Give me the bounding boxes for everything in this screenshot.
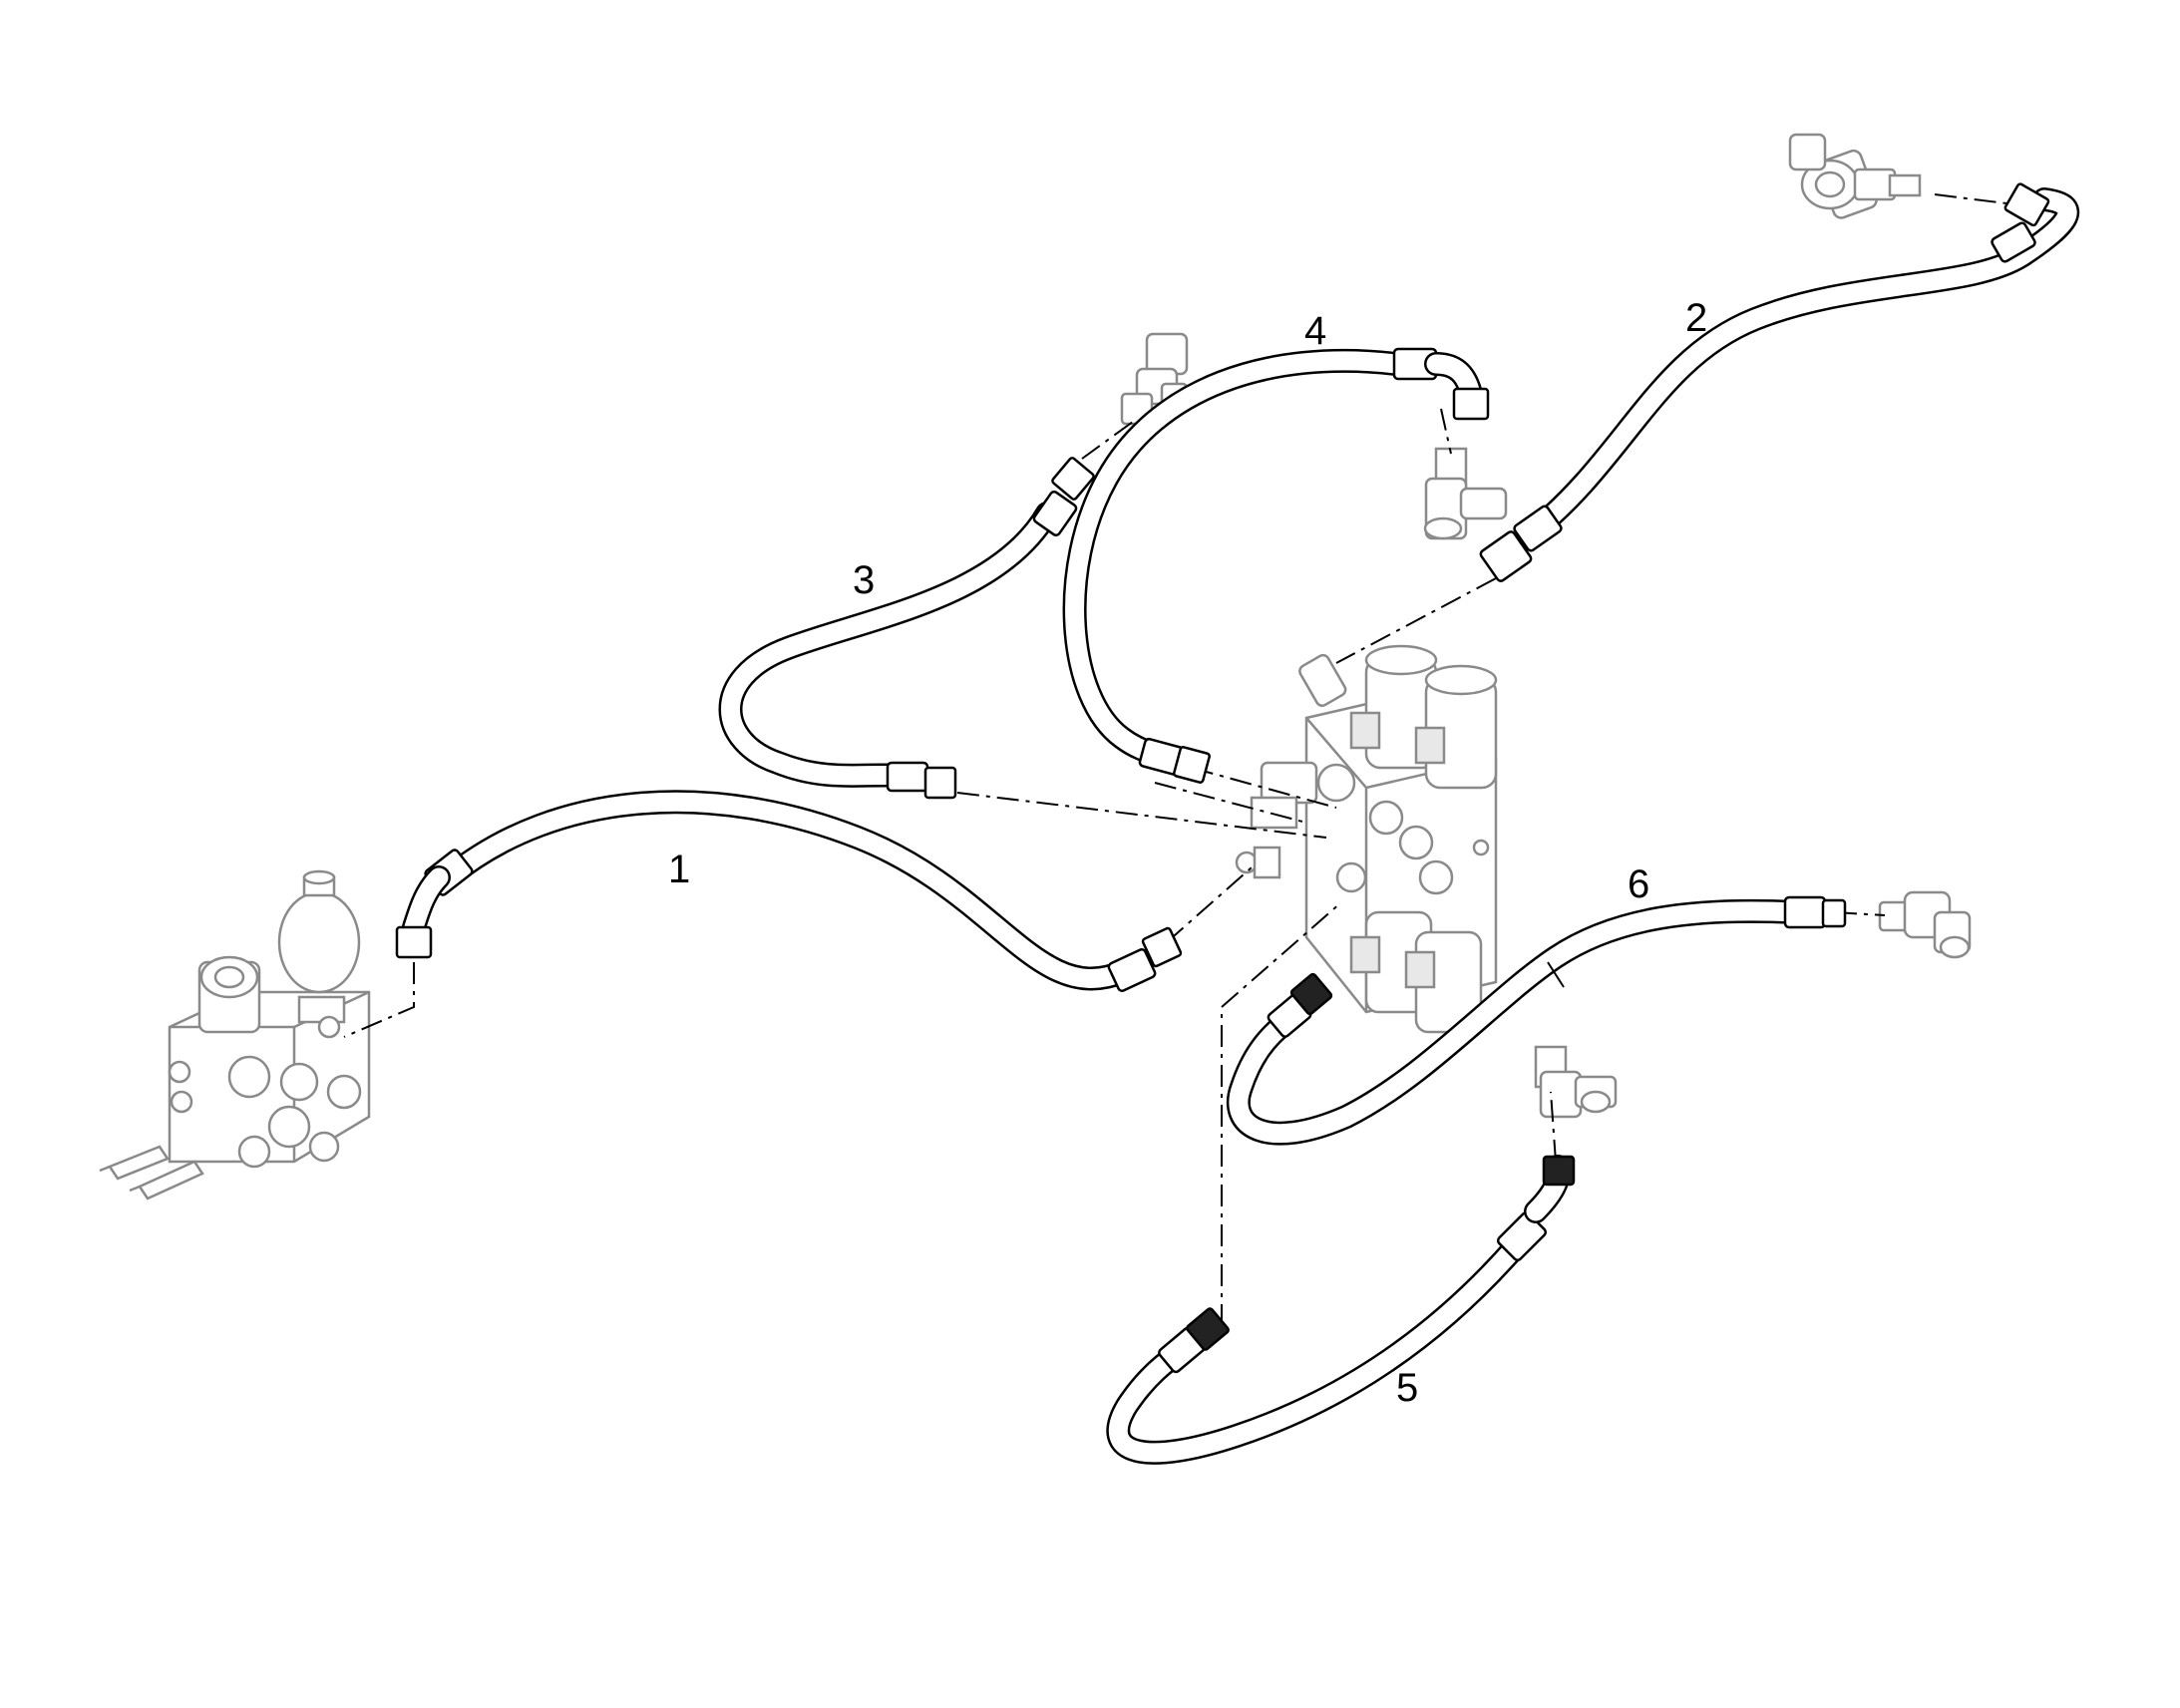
callout-hose-1: 1 (668, 848, 690, 891)
central-valve-manifold (1235, 644, 1498, 1034)
elbow-fitting-hose-5 (1534, 1045, 1618, 1119)
hose-3 (718, 457, 1095, 800)
callout-hose-4: 4 (1304, 309, 1326, 353)
callout-hose-5: 5 (1396, 1366, 1418, 1410)
tee-fitting-hose-4 (1423, 447, 1508, 540)
hose-6 (1226, 895, 1847, 1146)
elbow-fitting-hose-6 (1878, 890, 1972, 959)
hose-4 (1062, 347, 1490, 784)
callout-hose-3: 3 (853, 558, 875, 602)
hose-2 (1479, 182, 2080, 582)
left-valve-block (99, 869, 371, 1200)
tee-fitting-top-right (1788, 133, 1922, 219)
hose-5 (1106, 1155, 1576, 1465)
callout-hose-6: 6 (1628, 862, 1649, 906)
callout-hose-2: 2 (1685, 296, 1707, 340)
hose-1 (395, 790, 1183, 992)
